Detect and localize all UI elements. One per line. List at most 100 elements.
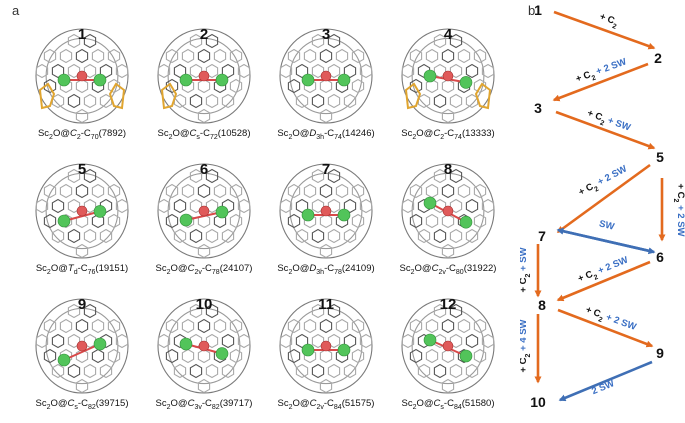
caption-n: 82 — [211, 403, 220, 411]
caption-symsub: 2v — [194, 268, 202, 276]
fullerene-cage-icon — [35, 28, 129, 124]
caption-sub1: 2 — [288, 133, 293, 141]
caption-n: 70 — [90, 133, 99, 141]
caption-cage: -C — [444, 128, 455, 139]
transition-label-part: + 2 SW — [675, 202, 685, 236]
caption-sub1: 2 — [166, 403, 171, 411]
transition-label-part: 2 — [673, 199, 680, 203]
caption-sym: T — [67, 263, 74, 274]
caption-cage: -C — [445, 263, 456, 274]
structure-number: 12 — [439, 296, 457, 313]
structure-number: 8 — [443, 161, 453, 178]
transition-arrow-9-10 — [558, 360, 653, 402]
structure-number: 7 — [321, 161, 331, 178]
caption-sym: C — [433, 128, 441, 139]
fullerene-cage-icon — [35, 298, 129, 394]
structure-number: 3 — [321, 26, 331, 43]
caption-id: (7892) — [98, 128, 127, 139]
caption-n: 74 — [454, 133, 462, 141]
caption-pre: Sc — [277, 263, 289, 274]
structure-caption: Sc2O@D3h-C74(14246) — [246, 128, 406, 141]
transition-label-part: + 4 SW — [520, 319, 529, 353]
transition-label-part: + SW — [520, 247, 529, 273]
caption-mid: O@ — [50, 263, 68, 274]
fullerene-cage-icon — [401, 28, 495, 124]
transition-arrow-6-8 — [556, 260, 651, 302]
caption-id: (24109) — [341, 263, 375, 274]
scheme-node-8: 8 — [538, 297, 546, 313]
transition-label-part: 2 — [525, 273, 532, 277]
transition-label-part: + C — [576, 269, 594, 285]
transition-label: + C2 — [597, 11, 620, 30]
caption-mid: O@ — [172, 128, 190, 139]
caption-sub1: 2 — [412, 133, 417, 141]
structure-number: 5 — [77, 161, 87, 178]
caption-sym: D — [309, 128, 317, 139]
caption-id: (14246) — [341, 128, 375, 139]
scheme-node-1: 1 — [534, 2, 542, 18]
transition-label-part: + 2 SW — [594, 255, 630, 278]
transition-label-part: 2 — [597, 316, 603, 324]
caption-sub1: 2 — [412, 403, 417, 411]
caption-symsub: 3v — [194, 403, 202, 411]
structure-caption: Sc2O@C2-C70(7892) — [2, 128, 162, 141]
transition-label-part: + C — [675, 183, 685, 198]
caption-cage: -C — [443, 398, 454, 409]
transition-label-part: + C — [584, 304, 602, 320]
transition-label-part: + C — [520, 277, 529, 292]
caption-n: 72 — [209, 133, 218, 141]
caption-n: 84 — [333, 403, 342, 411]
transition-label: SW — [598, 218, 616, 232]
structure-caption: Sc2O@C3v-C82(39717) — [124, 398, 284, 411]
caption-cage: -C — [201, 398, 212, 409]
caption-n: 76 — [87, 268, 96, 276]
transition-label: + C2 + 2 SW — [673, 183, 685, 236]
caption-pre: Sc — [277, 398, 289, 409]
caption-n: 84 — [453, 403, 462, 411]
caption-cage: -C — [324, 128, 335, 139]
transition-label-part: 2 — [593, 273, 599, 281]
caption-mid: O@ — [416, 128, 434, 139]
caption-pre: Sc — [401, 398, 413, 409]
caption-sym: D — [309, 263, 317, 274]
transition-label-part: 2 — [599, 119, 605, 127]
scheme-node-5: 5 — [656, 149, 664, 165]
transition-label-part: 2 SW — [590, 378, 616, 397]
caption-sym: C — [309, 398, 317, 409]
caption-sym: C — [431, 263, 439, 274]
caption-id: (10528) — [217, 128, 251, 139]
caption-id: (19151) — [95, 263, 129, 274]
caption-id: (13333) — [461, 128, 495, 139]
fullerene-cage-icon — [157, 28, 251, 124]
caption-mid: O@ — [292, 398, 310, 409]
transition-label-part: + C — [577, 181, 596, 198]
fullerene-cage-icon — [401, 298, 495, 394]
transition-label-part: + C — [520, 357, 529, 372]
transition-label-part: + C — [586, 108, 604, 124]
structure-caption: Sc2O@Cs-C72(10528) — [124, 128, 284, 141]
caption-pre: Sc — [399, 263, 411, 274]
caption-symsub: s — [196, 133, 200, 141]
structure-number: 2 — [199, 26, 209, 43]
structure-caption: Sc2O@Cs-C82(39715) — [2, 398, 162, 411]
caption-pre: Sc — [155, 398, 167, 409]
caption-sub1: 2 — [49, 133, 53, 141]
structure-number: 10 — [195, 296, 213, 313]
caption-id: (31922) — [463, 263, 497, 274]
caption-cage: -C — [201, 263, 212, 274]
caption-symsub: s — [74, 403, 78, 411]
caption-sub1: 2 — [288, 268, 293, 276]
transition-label-part: 2 — [591, 74, 597, 82]
transition-label-part: + C — [574, 69, 592, 85]
caption-sub1: 2 — [166, 268, 171, 276]
caption-n: 78 — [211, 268, 220, 276]
caption-sub1: 2 — [46, 268, 51, 276]
scheme-node-3: 3 — [534, 100, 542, 116]
caption-pre: Sc — [35, 263, 47, 274]
caption-pre: Sc — [35, 398, 47, 409]
